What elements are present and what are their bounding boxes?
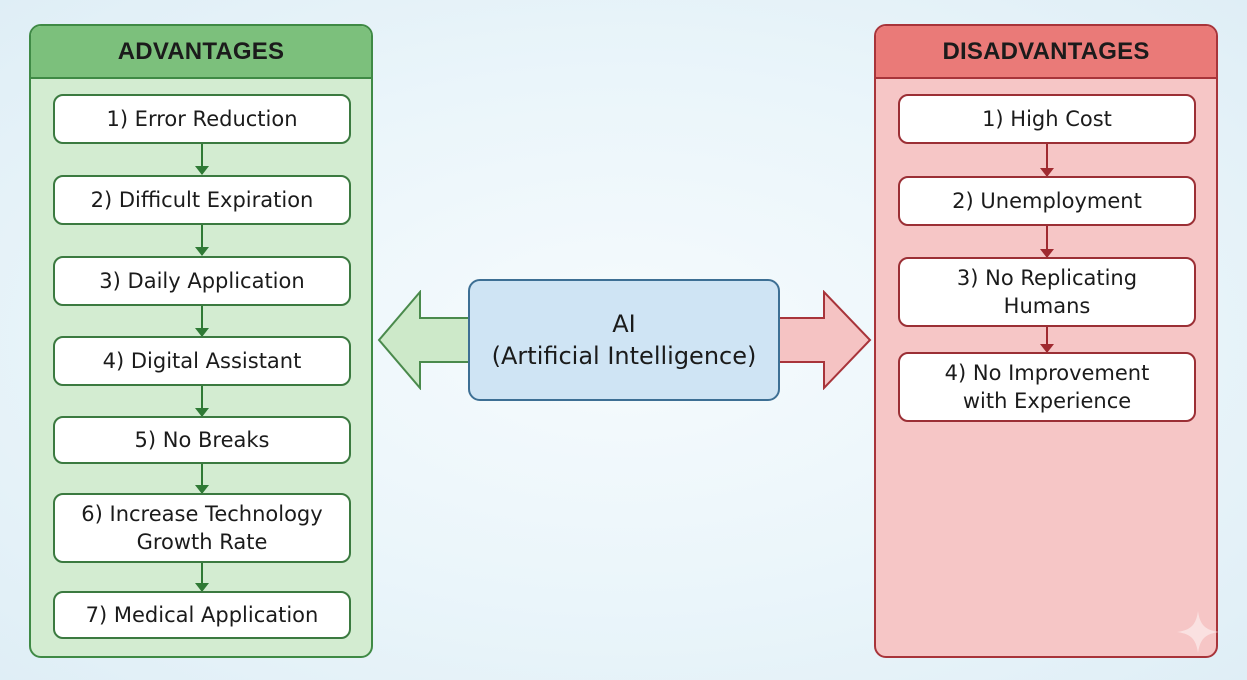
disadvantage-item-3: 3) No Replicating Humans	[898, 257, 1196, 327]
advantages-title: ADVANTAGES	[31, 26, 371, 79]
disadvantage-item-2: 2) Unemployment	[898, 176, 1196, 226]
down-arrow-icon	[195, 563, 209, 592]
advantage-item-7: 7) Medical Application	[53, 591, 351, 639]
advantage-item-1: 1) Error Reduction	[53, 94, 351, 144]
down-arrow-icon	[1040, 144, 1054, 177]
ai-center-node: AI (Artificial Intelligence)	[468, 279, 780, 401]
down-arrow-icon	[195, 144, 209, 175]
advantage-item-5: 5) No Breaks	[53, 416, 351, 464]
disadvantage-item-4: 4) No Improvement with Experience	[898, 352, 1196, 422]
disadvantages-title: DISADVANTAGES	[876, 26, 1216, 79]
down-arrow-icon	[1040, 327, 1054, 353]
down-arrow-icon	[195, 386, 209, 417]
center-subtitle: (Artificial Intelligence)	[491, 342, 757, 370]
down-arrow-icon	[195, 306, 209, 337]
right-arrow-icon	[780, 290, 872, 390]
disadvantages-panel: DISADVANTAGES 1) High Cost 2) Unemployme…	[874, 24, 1218, 658]
sparkle-icon	[1177, 611, 1219, 653]
left-arrow-icon	[377, 290, 470, 390]
advantage-item-4: 4) Digital Assistant	[53, 336, 351, 386]
advantage-item-3: 3) Daily Application	[53, 256, 351, 306]
down-arrow-icon	[195, 225, 209, 256]
disadvantage-item-1: 1) High Cost	[898, 94, 1196, 144]
center-title: AI	[612, 310, 636, 338]
advantage-item-2: 2) Difficult Expiration	[53, 175, 351, 225]
down-arrow-icon	[1040, 226, 1054, 258]
advantage-item-6: 6) Increase Technology Growth Rate	[53, 493, 351, 563]
advantages-panel: ADVANTAGES 1) Error Reduction 2) Difficu…	[29, 24, 373, 658]
down-arrow-icon	[195, 464, 209, 494]
